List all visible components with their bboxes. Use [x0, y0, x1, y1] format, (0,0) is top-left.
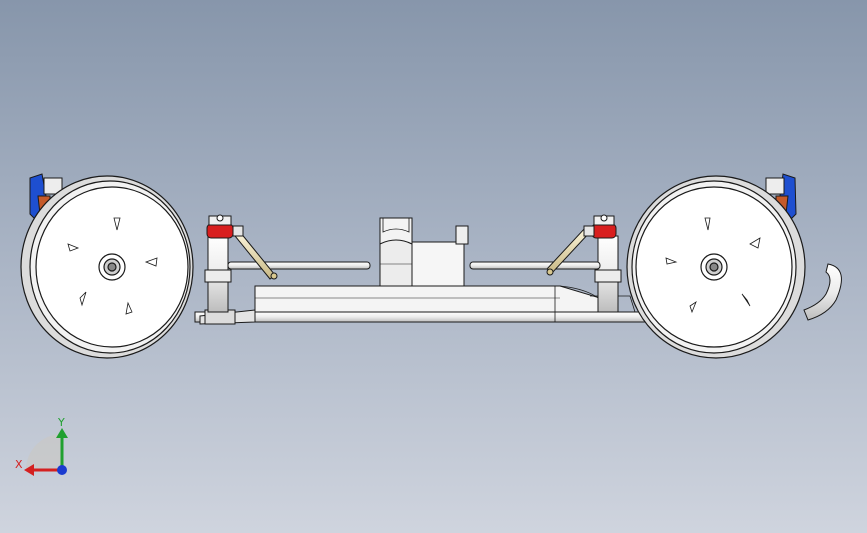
left-bushing: [206, 223, 234, 239]
steering-links[interactable]: [234, 227, 591, 280]
left-tie-rod: [227, 261, 371, 270]
coordinate-triad: Y X: [15, 416, 68, 476]
center-block: [411, 241, 465, 287]
right-wheel[interactable]: [626, 175, 806, 359]
left-steering-link: [234, 231, 276, 280]
center-mount-right: [455, 225, 469, 245]
right-tie-rod: [469, 261, 601, 270]
right-bushing: [591, 223, 617, 239]
left-wheel[interactable]: [20, 175, 194, 359]
triad-y-label: Y: [57, 416, 65, 429]
bushings[interactable]: [206, 214, 617, 239]
lower-rail: [194, 311, 646, 323]
exhaust-pipe[interactable]: [803, 263, 842, 321]
triad-x-label: X: [15, 458, 23, 471]
chassis-assembly[interactable]: [194, 217, 646, 325]
main-body: [254, 285, 611, 313]
